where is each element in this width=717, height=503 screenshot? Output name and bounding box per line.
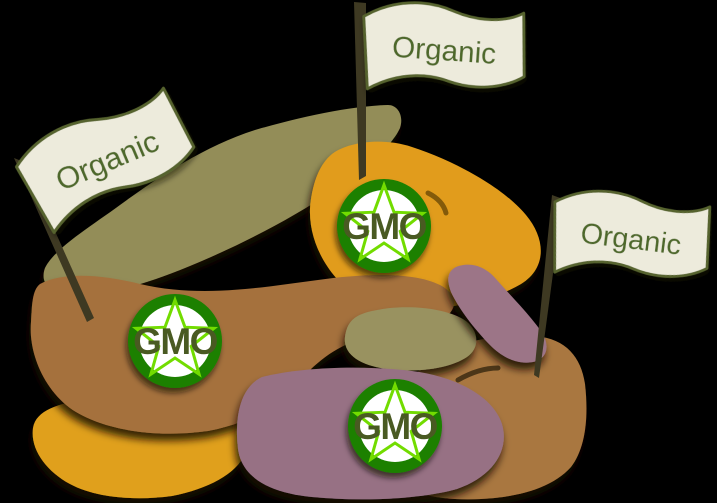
badge-label: GMO [353, 406, 438, 447]
field-olive-small [344, 307, 477, 371]
star-icon [131, 295, 219, 378]
star-icon [351, 380, 439, 463]
flag-banner [362, 1, 526, 91]
badge-label: GMO [342, 206, 427, 247]
field-brown-crease [455, 365, 501, 383]
badge-face [348, 190, 420, 262]
gmo-badge: GMO [337, 179, 431, 273]
flag-pole [354, 2, 366, 180]
flag-label: Organic [391, 31, 497, 71]
field-purple-band [448, 264, 547, 363]
flag-banner [14, 86, 196, 234]
organic-flag: Organic [362, 1, 526, 91]
field-olive-band [43, 105, 402, 295]
organic-flag: Organic [553, 189, 712, 278]
badge-face [359, 390, 431, 462]
gmo-badge: GMO [128, 294, 222, 388]
organic-flag: Organic [14, 86, 196, 234]
badge-label: GMO [133, 321, 218, 362]
gmo-badge: GMO [348, 379, 442, 473]
star-icon [340, 180, 428, 263]
flags-layer: Organic Organic Organic [14, 1, 712, 278]
field-orange-crease [425, 190, 449, 216]
flag-banner [553, 189, 712, 278]
badge-face [139, 305, 211, 377]
badges-layer: GMO GMO GMO [128, 179, 442, 473]
